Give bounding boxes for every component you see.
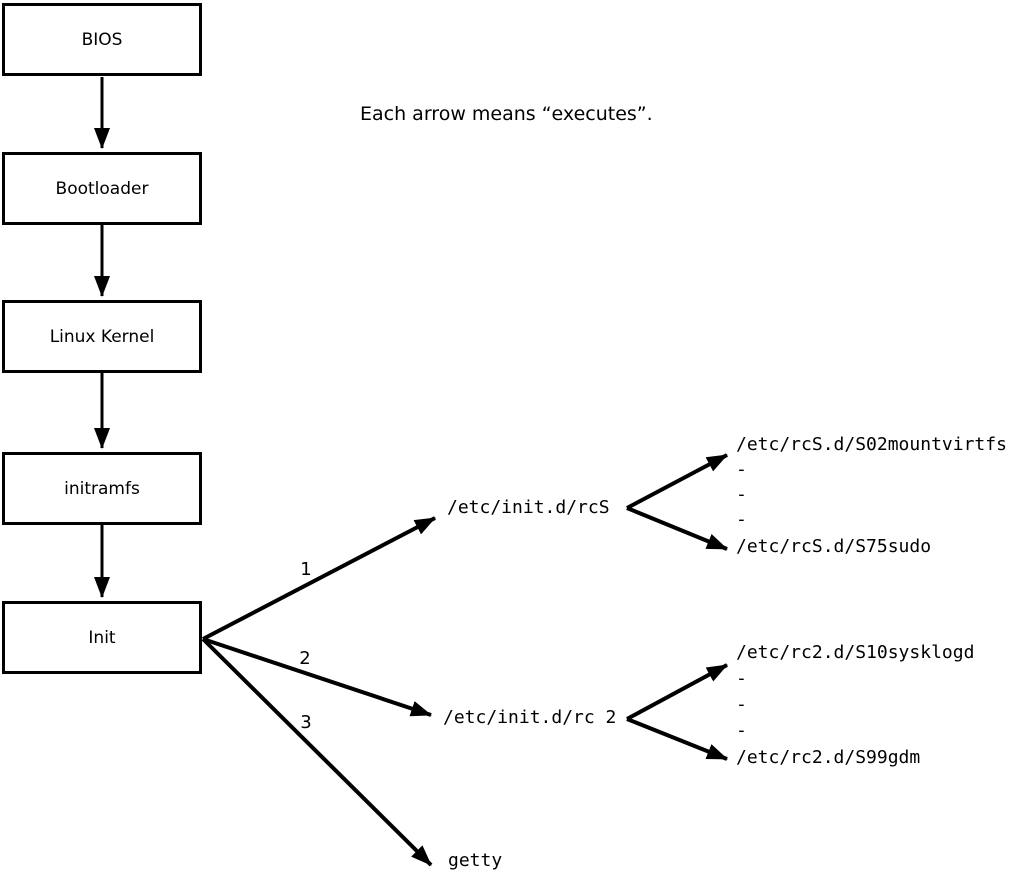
text-rcs-script: /etc/init.d/rcS bbox=[447, 497, 610, 518]
box-initramfs: initramfs bbox=[2, 452, 202, 525]
text-getty: getty bbox=[448, 850, 503, 871]
box-init: Init bbox=[2, 601, 202, 674]
arrow-label-2: 2 bbox=[299, 648, 311, 669]
arrow-label-3: 3 bbox=[300, 712, 312, 733]
box-bootloader: Bootloader bbox=[2, 152, 202, 225]
text-rcs-dash-0: - bbox=[736, 459, 747, 480]
box-bios: BIOS bbox=[2, 3, 202, 76]
arrow-label-1: 1 bbox=[300, 559, 312, 580]
box-linux-kernel-label: Linux Kernel bbox=[49, 326, 155, 347]
text-rc2-script: /etc/init.d/rc 2 bbox=[443, 707, 617, 728]
text-rc2-last-script: /etc/rc2.d/S99gdm bbox=[736, 747, 921, 768]
text-rc2-dash-1: - bbox=[736, 694, 747, 715]
text-rcs-last-script: /etc/rcS.d/S75sudo bbox=[736, 536, 932, 557]
arrow-rcs-to-s75sudo bbox=[626, 506, 728, 551]
annotation-arrow-meaning: Each arrow means “executes”. bbox=[360, 103, 653, 125]
box-init-label: Init bbox=[88, 627, 116, 648]
box-bios-label: BIOS bbox=[81, 29, 123, 50]
text-rc2-dash-2: - bbox=[736, 720, 747, 741]
box-linux-kernel: Linux Kernel bbox=[2, 300, 202, 373]
arrow-init-to-getty bbox=[201, 637, 433, 867]
arrow-rc2-to-s10sysklogd bbox=[626, 663, 728, 721]
text-rcs-dash-1: - bbox=[736, 484, 747, 505]
arrow-init-to-rc2 bbox=[202, 637, 432, 717]
text-rc2-dash-0: - bbox=[736, 668, 747, 689]
text-rc2-first-script: /etc/rc2.d/S10sysklogd bbox=[736, 642, 975, 663]
arrow-rc2-to-s99gdm bbox=[626, 717, 728, 761]
text-rcs-first-script: /etc/rcS.d/S02mountvirtfs bbox=[736, 434, 1007, 455]
box-initramfs-label: initramfs bbox=[64, 478, 140, 499]
arrow-init-to-rcs bbox=[202, 516, 436, 641]
text-rcs-dash-2: - bbox=[736, 509, 747, 530]
arrow-rcs-to-s02mountvirtfs bbox=[626, 453, 728, 510]
box-bootloader-label: Bootloader bbox=[55, 178, 149, 199]
